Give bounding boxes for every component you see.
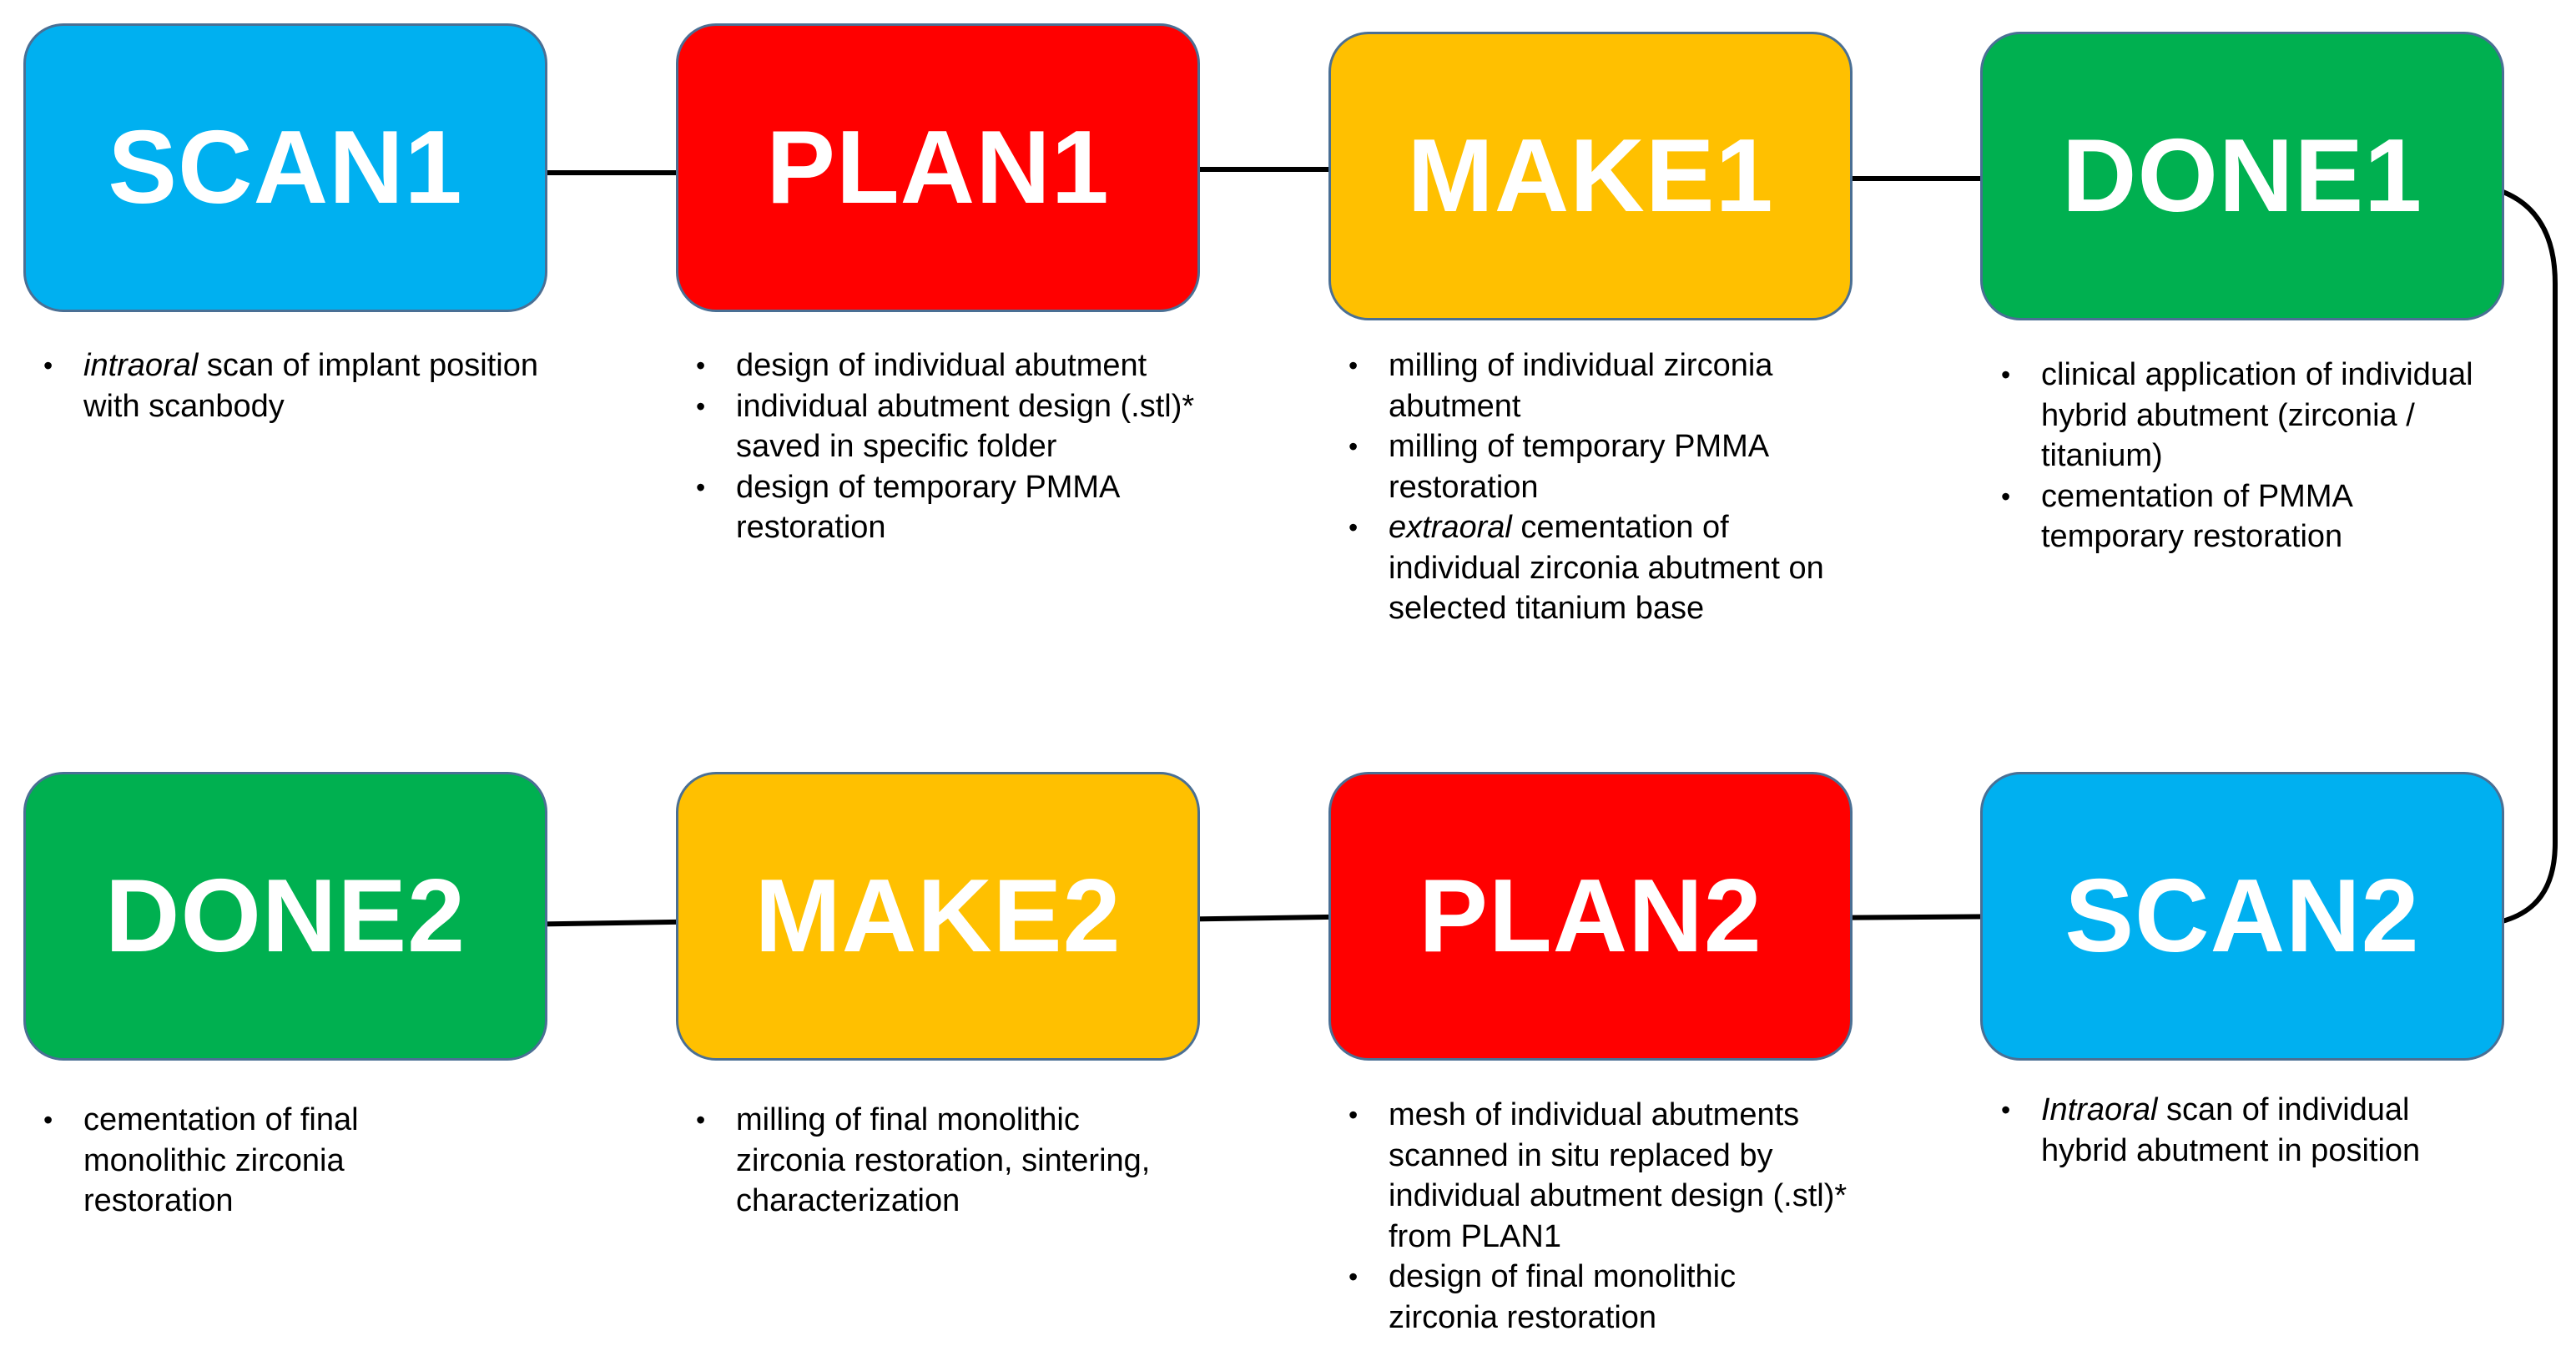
step-notes-done1: clinical application of individual hybri… xyxy=(2001,355,2502,557)
step-box-done2: DONE2 xyxy=(23,772,547,1061)
note-text: scan of implant position with scanbody xyxy=(83,348,538,424)
step-notes-plan2: mesh of individual abutments scanned in … xyxy=(1348,1095,1849,1338)
step-box-scan2: SCAN2 xyxy=(1980,772,2504,1061)
step-notes-done2: cementation of final monolithic zirconia… xyxy=(43,1100,444,1222)
note-item: individual abutment design (.stl)* saved… xyxy=(696,386,1213,467)
step-label-make2: MAKE2 xyxy=(754,859,1122,974)
note-text: cementation of PMMA temporary restoratio… xyxy=(2041,478,2352,555)
step-label-make1: MAKE1 xyxy=(1407,118,1774,234)
step-notes-scan1: intraoral scan of implant position with … xyxy=(43,345,544,426)
step-box-plan2: PLAN2 xyxy=(1328,772,1853,1061)
note-item: milling of individual zirconia abutment xyxy=(1348,345,1849,426)
step-label-scan1: SCAN1 xyxy=(108,110,463,225)
step-notes-scan2: Intraoral scan of individual hybrid abut… xyxy=(2001,1090,2502,1171)
note-text: design of temporary PMMA restoration xyxy=(736,469,1119,546)
note-text: milling of individual zirconia abutment xyxy=(1389,348,1773,424)
note-italic: intraoral xyxy=(83,348,199,383)
step-label-plan1: PLAN1 xyxy=(766,110,1110,225)
note-item: cementation of PMMA temporary restoratio… xyxy=(2001,476,2502,557)
note-item: Intraoral scan of individual hybrid abut… xyxy=(2001,1090,2502,1171)
note-text: cementation of final monolithic zirconia… xyxy=(83,1102,359,1218)
note-item: mesh of individual abutments scanned in … xyxy=(1348,1095,1849,1257)
note-text: scan of individual hybrid abutment in po… xyxy=(2041,1092,2421,1168)
step-box-scan1: SCAN1 xyxy=(23,23,547,312)
note-item: design of individual abutment xyxy=(696,345,1213,386)
step-box-make2: MAKE2 xyxy=(676,772,1200,1061)
step-label-done1: DONE1 xyxy=(2061,118,2423,234)
note-text: clinical application of individual hybri… xyxy=(2041,357,2473,473)
step-box-done1: DONE1 xyxy=(1980,32,2504,320)
step-notes-plan1: design of individual abutment individual… xyxy=(696,345,1213,548)
note-text: design of final monolithic zirconia rest… xyxy=(1389,1259,1737,1335)
note-text: milling of final monolithic zirconia res… xyxy=(736,1102,1151,1218)
note-item: design of final monolithic zirconia rest… xyxy=(1348,1257,1849,1338)
note-item: extraoral cementation of individual zirc… xyxy=(1348,507,1849,629)
note-text: mesh of individual abutments scanned in … xyxy=(1389,1097,1848,1254)
note-item: milling of final monolithic zirconia res… xyxy=(696,1100,1197,1222)
note-italic: extraoral xyxy=(1389,510,1512,545)
step-box-make1: MAKE1 xyxy=(1328,32,1853,320)
note-item: milling of temporary PMMA restoration xyxy=(1348,426,1849,507)
arrow-done1-to-scan2 xyxy=(2458,181,2558,945)
step-label-done2: DONE2 xyxy=(104,859,466,974)
note-italic: Intraoral xyxy=(2041,1092,2158,1127)
note-item: design of temporary PMMA restoration xyxy=(696,467,1213,548)
note-text: cementation of individual zirconia abutm… xyxy=(1389,510,1824,626)
step-box-plan1: PLAN1 xyxy=(676,23,1200,312)
step-label-plan2: PLAN2 xyxy=(1419,859,1762,974)
step-notes-make2: milling of final monolithic zirconia res… xyxy=(696,1100,1197,1222)
step-notes-make1: milling of individual zirconia abutment … xyxy=(1348,345,1849,629)
note-item: cementation of final monolithic zirconia… xyxy=(43,1100,444,1222)
note-item: intraoral scan of implant position with … xyxy=(43,345,544,426)
note-item: clinical application of individual hybri… xyxy=(2001,355,2502,476)
step-label-scan2: SCAN2 xyxy=(2064,859,2420,974)
note-text: milling of temporary PMMA restoration xyxy=(1389,429,1768,505)
note-text: individual abutment design (.stl)* saved… xyxy=(736,388,1195,465)
note-text: design of individual abutment xyxy=(736,348,1147,383)
